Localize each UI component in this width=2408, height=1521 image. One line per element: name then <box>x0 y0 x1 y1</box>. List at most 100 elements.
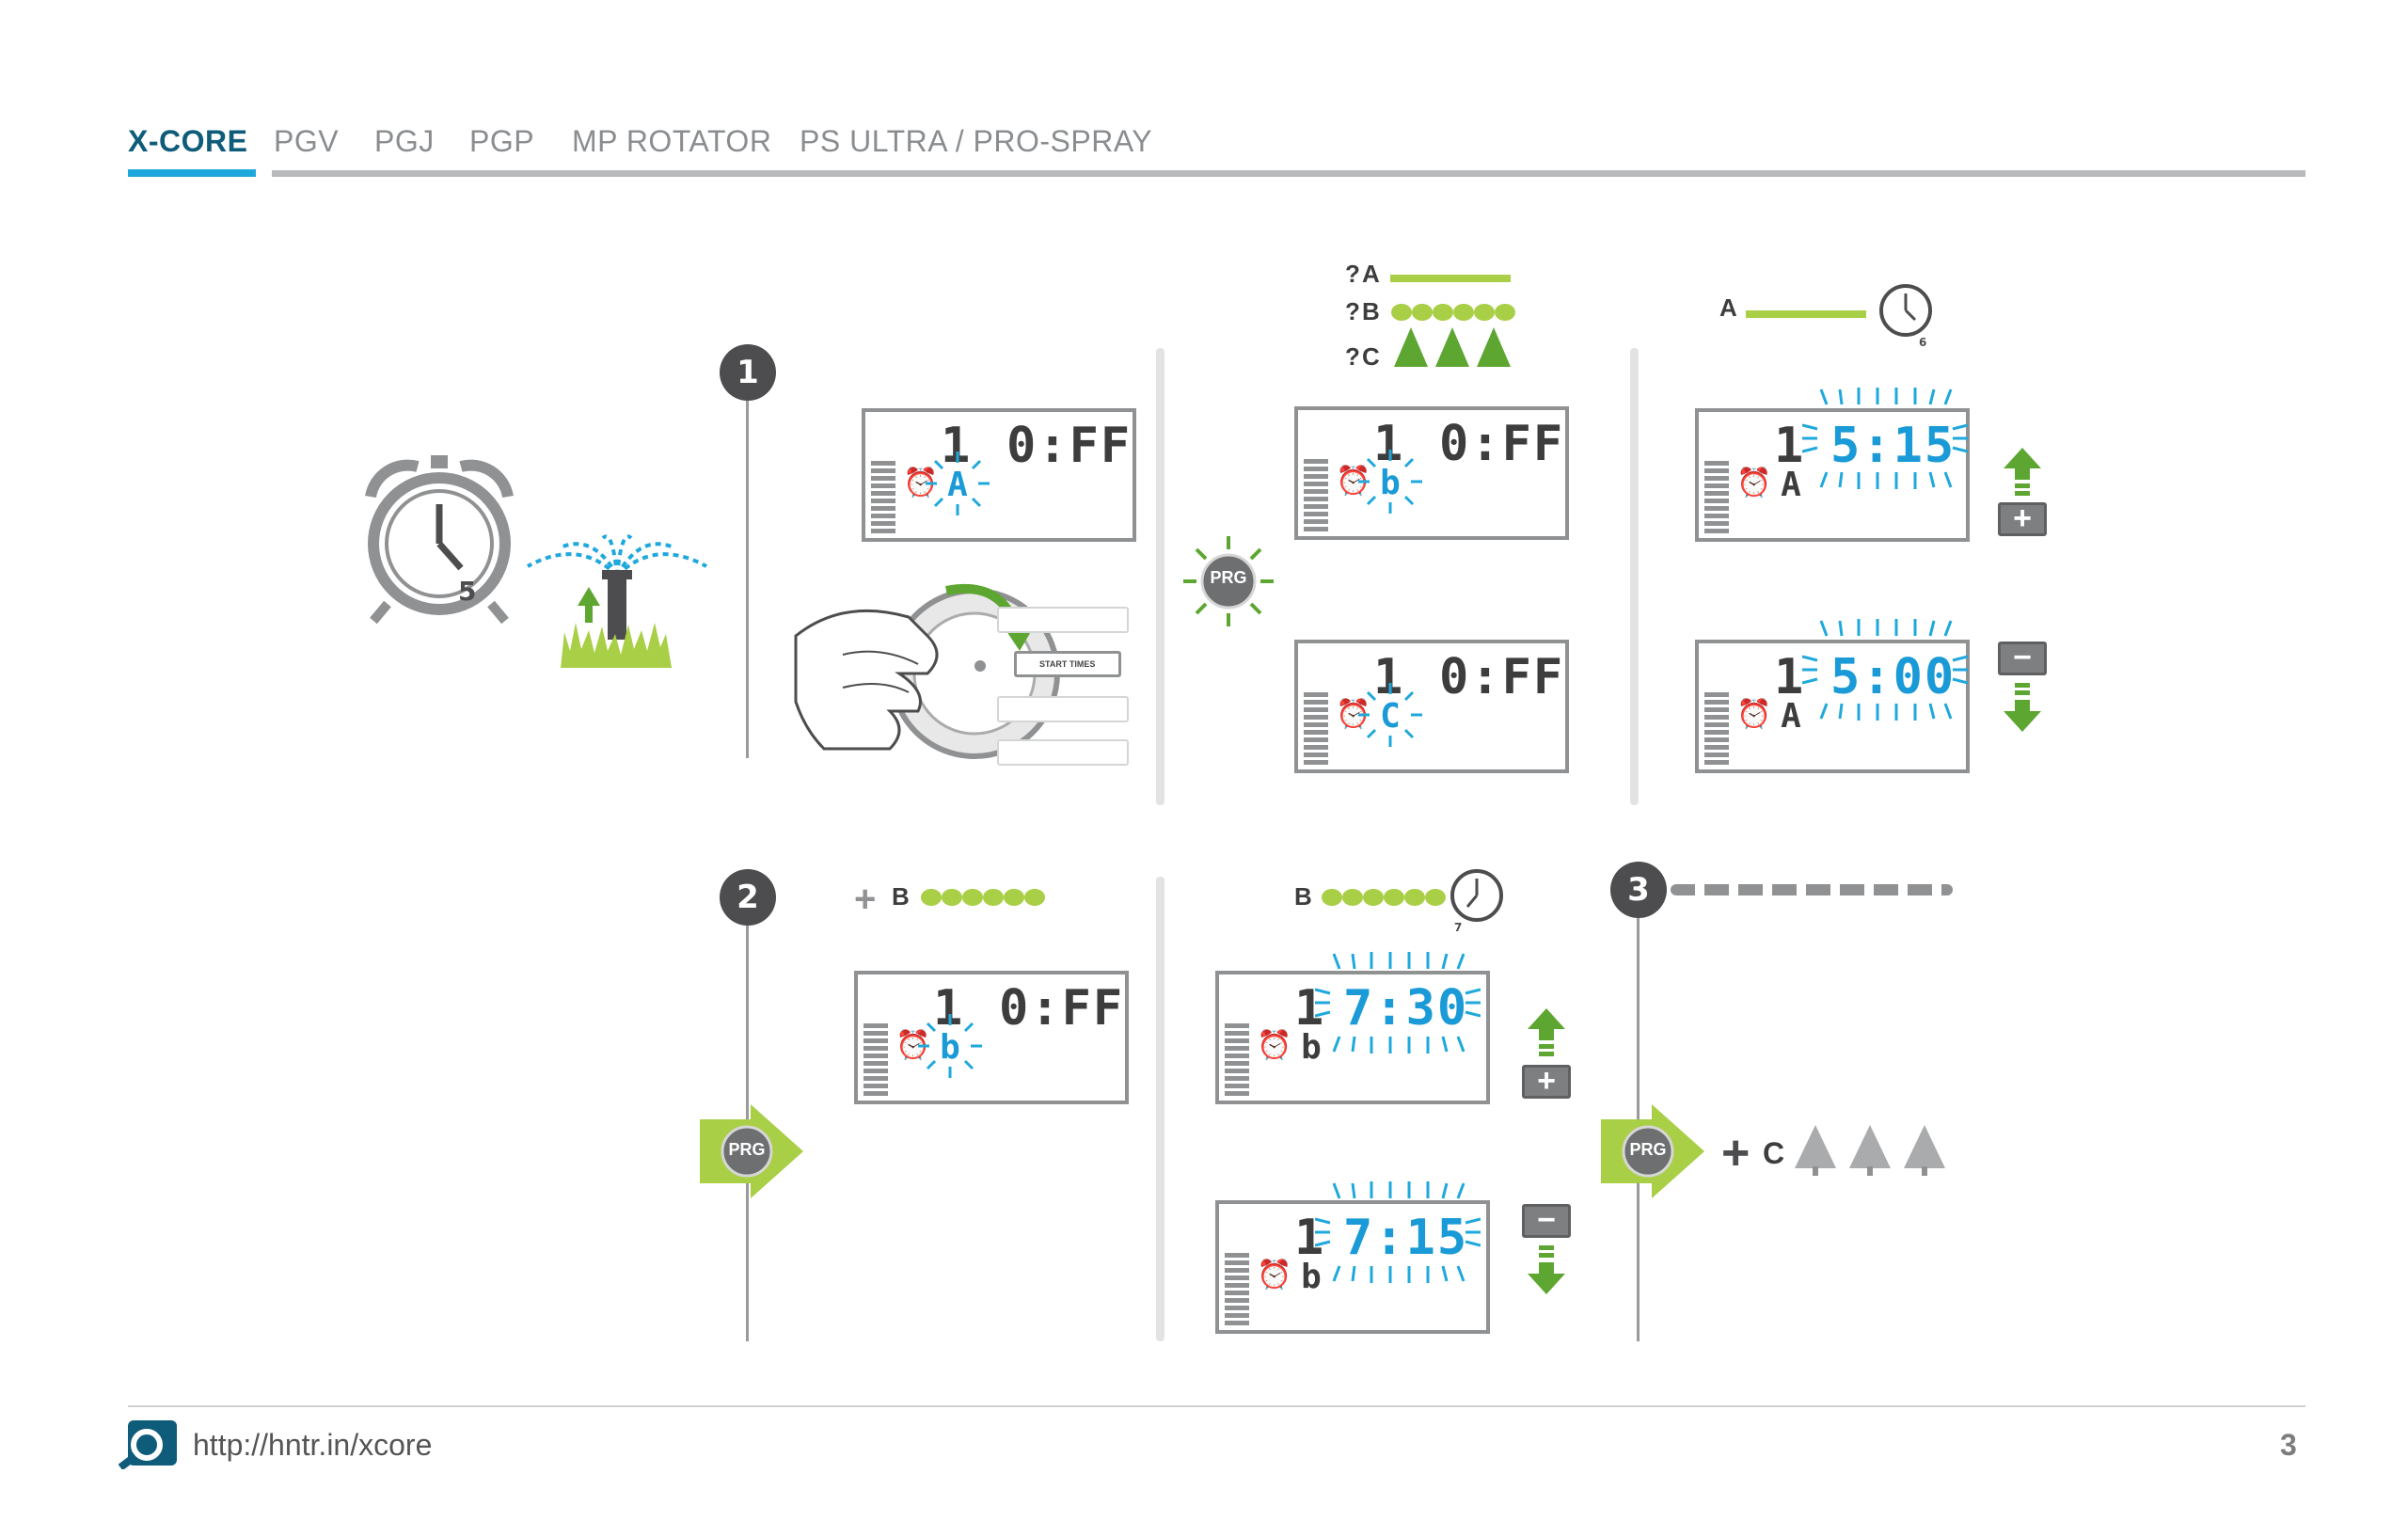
lcd-display: 1 ⏰ b 7:15 <box>1215 1181 1490 1334</box>
lcd-zone: 1 <box>941 418 971 474</box>
lcd-program: C <box>1380 697 1401 736</box>
lcd-program: b <box>1301 1258 1322 1296</box>
lcd-bars <box>1304 692 1328 766</box>
blink-burst-icon <box>1802 388 1968 489</box>
blink-burst-icon <box>1315 1181 1481 1283</box>
hunter-logo-icon <box>119 1420 177 1469</box>
prg-arrow-icon <box>1601 1104 1704 1198</box>
blink-burst-icon <box>1315 952 1481 1054</box>
tab-x-core[interactable]: X-CORE <box>128 124 248 158</box>
lcd-display: 1 0:FF ⏰ A <box>862 408 1136 542</box>
dial-label-blank <box>997 607 1129 633</box>
plus-b-label: B <box>892 882 910 911</box>
grass-icon <box>1746 310 1866 318</box>
lcd-time: 5:15 <box>1830 418 1956 474</box>
lcd-bars <box>1225 1253 1249 1326</box>
arrow-down-icon <box>1528 1245 1565 1294</box>
lcd-program: A <box>1781 697 1801 736</box>
lcd-zone: 1 <box>933 980 963 1037</box>
lcd-time: 0:FF <box>999 980 1125 1037</box>
program-a-label: A <box>1719 293 1737 322</box>
lcd-bars <box>863 1023 888 1097</box>
legend-prefix-b: ? <box>1345 297 1360 325</box>
blink-burst-icon <box>918 1014 982 1078</box>
lcd-time: 0:FF <box>1439 416 1565 472</box>
dial-label-blank <box>997 696 1129 722</box>
prg-arrow-icon <box>700 1104 803 1198</box>
lcd-bars <box>1704 692 1729 766</box>
arrow-up-icon <box>2004 448 2041 496</box>
legend-letter-c: C <box>1362 342 1380 371</box>
blink-burst-icon <box>1358 450 1422 514</box>
lcd-zone: 1 <box>1774 649 1804 705</box>
lcd-time: 5:00 <box>1830 649 1956 705</box>
blink-burst-icon <box>926 452 990 515</box>
column-divider <box>1156 348 1164 805</box>
lcd-bars <box>1704 461 1729 534</box>
legend-prefix-a: ? <box>1345 260 1360 288</box>
grass-icon <box>1390 275 1511 282</box>
clock-icon: ⏰ <box>1257 1030 1292 1061</box>
clock-icon: ⏰ <box>1736 699 1772 730</box>
minus-button[interactable]: − <box>1998 642 2047 675</box>
blink-burst-icon <box>1358 683 1422 747</box>
plus-c-sign: + <box>1721 1126 1751 1180</box>
program-b-label: B <box>1294 882 1312 911</box>
dashed-progress-line <box>1671 884 1953 895</box>
legend-prefix-c: ? <box>1345 342 1360 371</box>
sprinkler-icon <box>527 534 707 668</box>
clock-small-a-number: 6 <box>1919 336 1926 348</box>
lcd-zone: 1 <box>1774 418 1804 474</box>
clock-small-b-number: 7 <box>1454 921 1462 933</box>
step-3-badge: 3 <box>1610 862 1667 918</box>
arrow-down-icon <box>2004 683 2041 732</box>
legend-letter-b: B <box>1362 297 1380 325</box>
trees-icon <box>1394 327 1511 367</box>
prg-button-label: PRG <box>728 1140 766 1159</box>
plus-button[interactable]: + <box>1998 502 2047 536</box>
column-divider <box>1156 877 1164 1341</box>
step-1-badge: 1 <box>720 344 776 401</box>
minus-button[interactable]: − <box>1522 1204 1571 1238</box>
lcd-display: 1 ⏰ b 7:30 <box>1215 952 1490 1104</box>
alarm-clock-number: 5 <box>458 576 476 607</box>
lcd-program: b <box>1380 464 1401 502</box>
lcd-program: A <box>1781 466 1801 504</box>
start-times-text: START TIMES <box>1039 659 1096 669</box>
clock-icon: ⏰ <box>1257 1260 1292 1291</box>
clock-small-icon: 6 <box>1879 284 1932 348</box>
prg-burst-icon <box>1183 536 1274 626</box>
lcd-program: b <box>1301 1028 1322 1067</box>
shrubs-icon <box>921 889 1045 906</box>
lcd-display: 1 0:FF ⏰ b <box>854 971 1129 1104</box>
shrubs-icon <box>1391 304 1515 321</box>
start-times-label: START TIMES <box>1014 651 1121 677</box>
step-2-badge: 2 <box>720 869 776 926</box>
column-divider <box>1630 348 1639 805</box>
tab-ps-ultra[interactable]: PS ULTRA / PRO-SPRAY <box>800 124 1153 158</box>
prg-button-label: PRG <box>1210 568 1247 587</box>
clock-small-icon: 7 <box>1450 869 1503 933</box>
clock-icon: ⏰ <box>1736 467 1772 499</box>
legend-letter-a: A <box>1362 260 1380 288</box>
lcd-display: 1 ⏰ A 5:00 <box>1695 619 1970 773</box>
tab-pgj[interactable]: PGJ <box>374 124 435 158</box>
lcd-time: 7:15 <box>1343 1210 1469 1266</box>
tab-mp-rotator[interactable]: MP ROTATOR <box>572 124 772 158</box>
arrow-up-icon <box>1528 1008 1565 1056</box>
page-number: 3 <box>2280 1428 2297 1462</box>
step-1-line <box>746 401 749 758</box>
plus-button[interactable]: + <box>1522 1065 1571 1099</box>
footer-rule <box>128 1405 2305 1407</box>
dial-label-blank <box>997 739 1129 766</box>
tab-pgp[interactable]: PGP <box>469 124 535 158</box>
lcd-zone: 1 <box>1373 416 1403 472</box>
lcd-bars <box>1225 1023 1249 1097</box>
shrubs-icon <box>1322 889 1446 906</box>
lcd-bars <box>1304 459 1328 532</box>
tab-pgv[interactable]: PGV <box>274 124 340 158</box>
plus-b-sign: + <box>854 879 877 920</box>
lcd-zone: 1 <box>1373 649 1403 705</box>
alarm-clock-icon: 5 <box>365 455 514 625</box>
footer-url-link[interactable]: http://hntr.in/xcore <box>193 1428 433 1462</box>
